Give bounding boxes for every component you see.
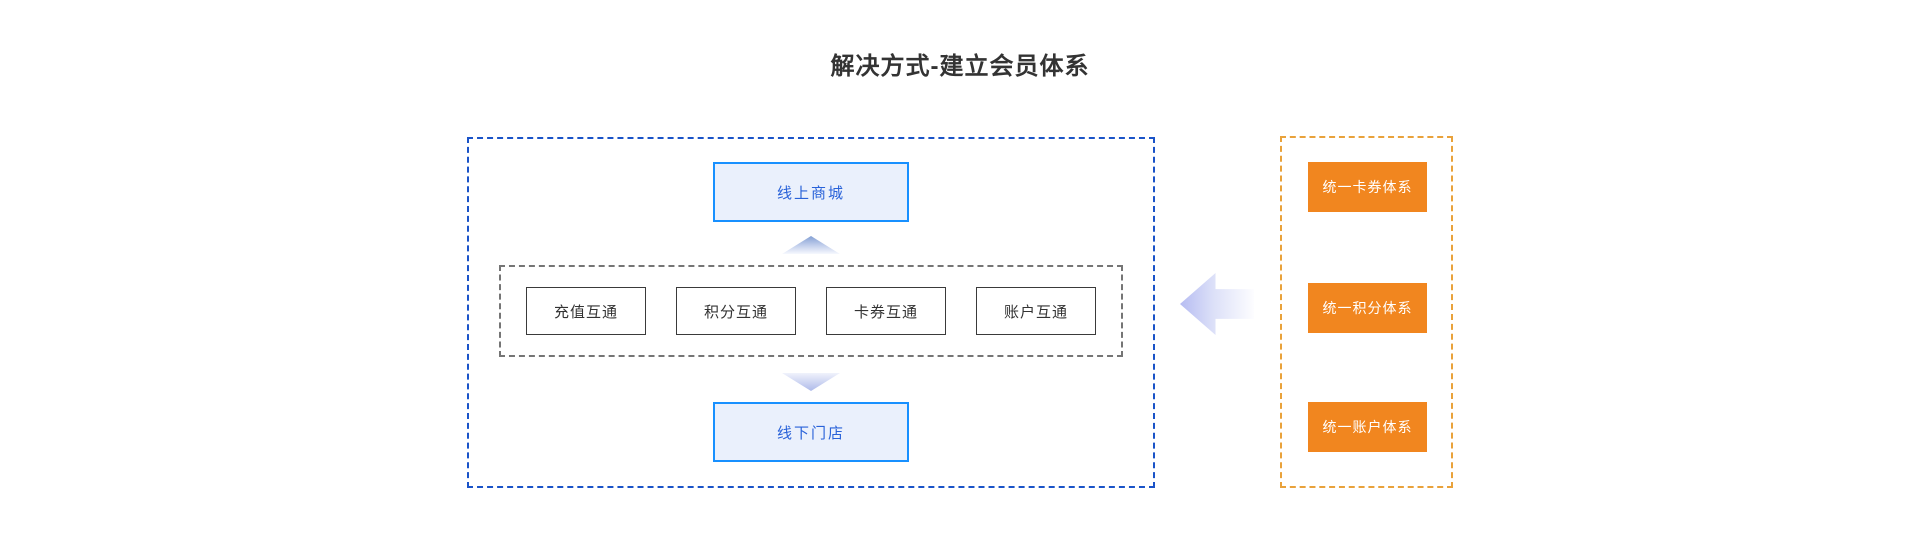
interop-node-coupons: 卡券互通 — [826, 287, 946, 335]
arrow-left-icon — [1180, 273, 1254, 335]
interop-node-accounts: 账户互通 — [976, 287, 1096, 335]
unified-coupon-system-label: 统一卡券体系 — [1322, 179, 1413, 195]
interop-items-frame: 充值互通 积分互通 卡券互通 账户互通 — [499, 265, 1123, 357]
unified-systems-group-frame: 统一卡券体系 统一积分体系 统一账户体系 — [1280, 136, 1453, 488]
offline-store-node: 线下门店 — [713, 402, 909, 462]
interop-node-points: 积分互通 — [676, 287, 796, 335]
online-mall-label: 线上商城 — [776, 184, 845, 202]
online-mall-node: 线上商城 — [713, 162, 909, 222]
unified-coupon-system-node: 统一卡券体系 — [1308, 162, 1427, 212]
offline-store-label: 线下门店 — [776, 424, 845, 442]
unified-account-system-label: 统一账户体系 — [1322, 419, 1413, 435]
interop-node-label: 账户互通 — [1003, 303, 1068, 321]
page-title: 解决方式-建立会员体系 — [830, 53, 1090, 80]
interop-node-label: 充值互通 — [553, 303, 618, 321]
interop-node-label: 卡券互通 — [853, 303, 918, 321]
unified-points-system-node: 统一积分体系 — [1308, 283, 1427, 333]
unified-points-system-label: 统一积分体系 — [1322, 300, 1413, 316]
interop-node-recharge: 充值互通 — [526, 287, 646, 335]
interop-node-label: 积分互通 — [703, 303, 768, 321]
member-interop-group-frame — [467, 137, 1155, 488]
unified-account-system-node: 统一账户体系 — [1308, 402, 1427, 452]
